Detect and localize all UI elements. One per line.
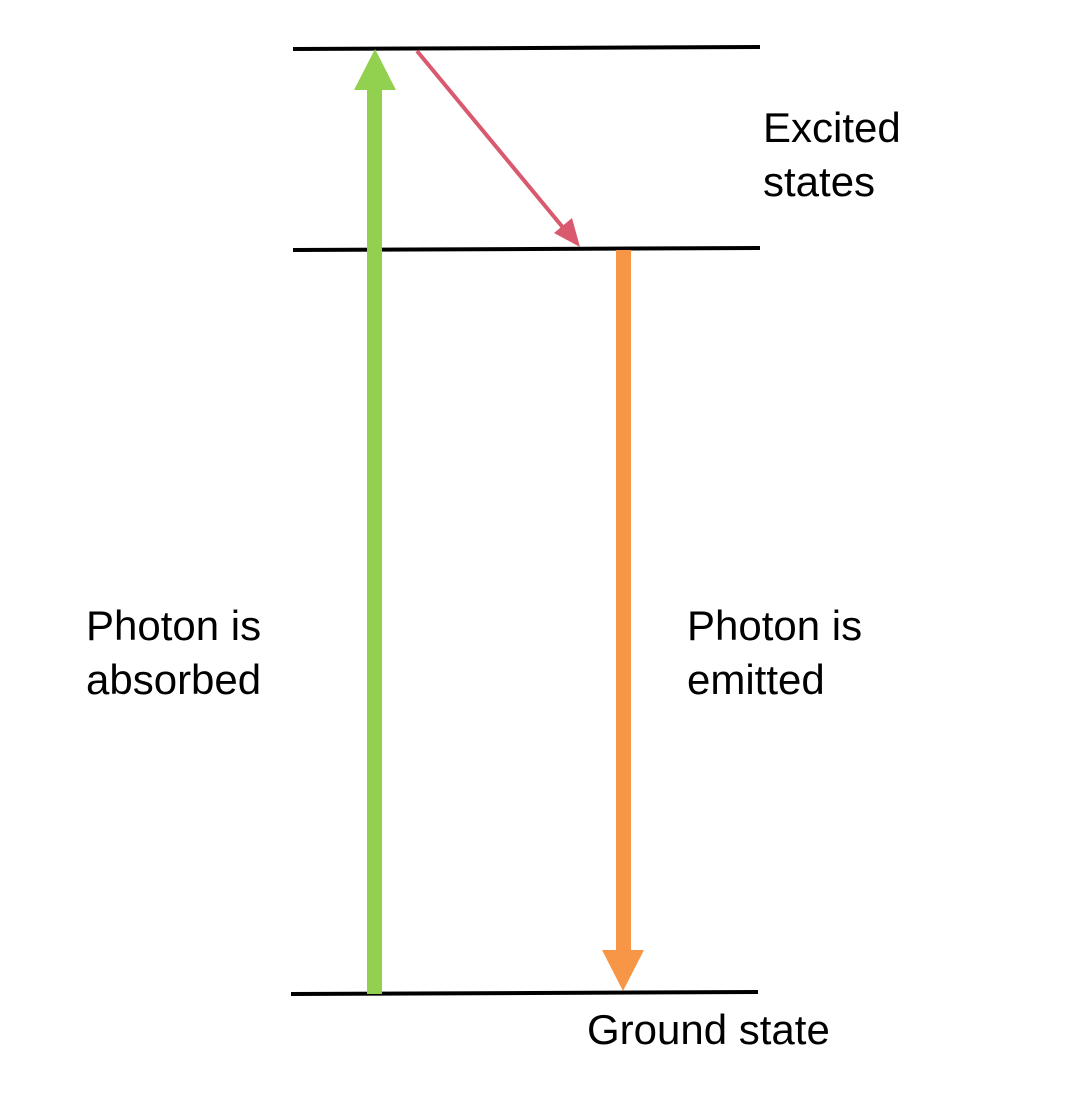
- emission-arrow-shaft: [616, 250, 631, 952]
- emitted-label-line1: Photon is: [687, 602, 862, 649]
- lower-excited-level: [292, 246, 761, 252]
- emitted-label-line2: emitted: [687, 656, 825, 703]
- absorbed-label-line1: Photon is: [86, 602, 261, 649]
- relaxation-arrow-shaft: [415, 49, 567, 232]
- emission-arrow: [602, 250, 644, 991]
- photon-absorbed-label: Photon is absorbed: [86, 602, 273, 703]
- emission-arrow-head: [602, 950, 644, 991]
- relaxation-arrow: [415, 49, 580, 247]
- absorbed-label-line2: absorbed: [86, 656, 261, 703]
- ground-level: [290, 990, 759, 996]
- absorption-arrow-shaft: [367, 88, 382, 994]
- excited-states-label: Excited states: [763, 104, 912, 205]
- relaxation-arrow-head: [554, 218, 580, 247]
- absorption-arrow-head: [354, 49, 396, 90]
- upper-excited-level: [292, 45, 761, 51]
- excited-label-line2: states: [763, 158, 875, 205]
- excited-label-line1: Excited: [763, 104, 901, 151]
- ground-state-label: Ground state: [587, 1006, 830, 1053]
- photon-emitted-label: Photon is emitted: [687, 602, 874, 703]
- absorption-arrow: [354, 49, 396, 994]
